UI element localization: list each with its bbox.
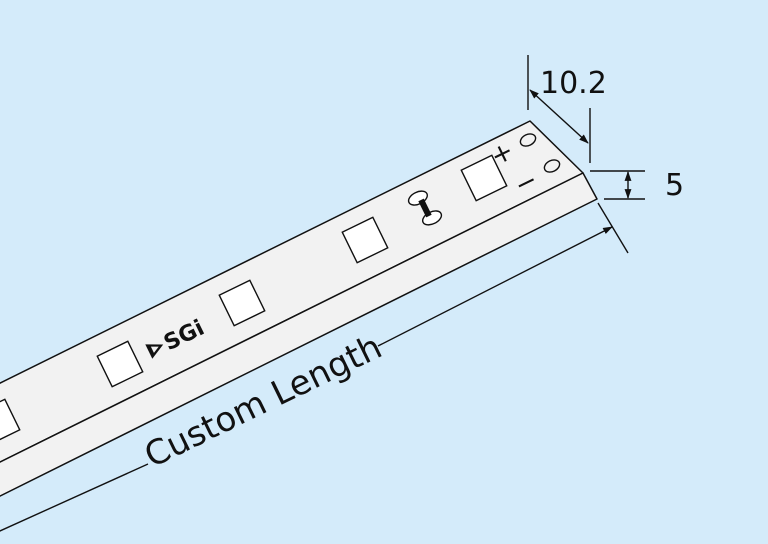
strip-side-face <box>0 172 598 497</box>
led-chip <box>218 279 266 327</box>
width-label: 10.2 <box>540 66 607 101</box>
height-label: 5 <box>665 168 684 203</box>
length-dimension <box>0 202 629 532</box>
led-chip <box>96 340 144 388</box>
led-strip <box>0 120 598 497</box>
height-dimension <box>590 170 645 200</box>
width-dimension <box>527 55 591 163</box>
solder-pad-negative <box>543 159 561 173</box>
led-chip <box>0 398 21 446</box>
led-chips <box>0 154 508 446</box>
led-chip <box>341 216 389 264</box>
resistor <box>407 190 443 226</box>
led-chip <box>460 154 508 202</box>
